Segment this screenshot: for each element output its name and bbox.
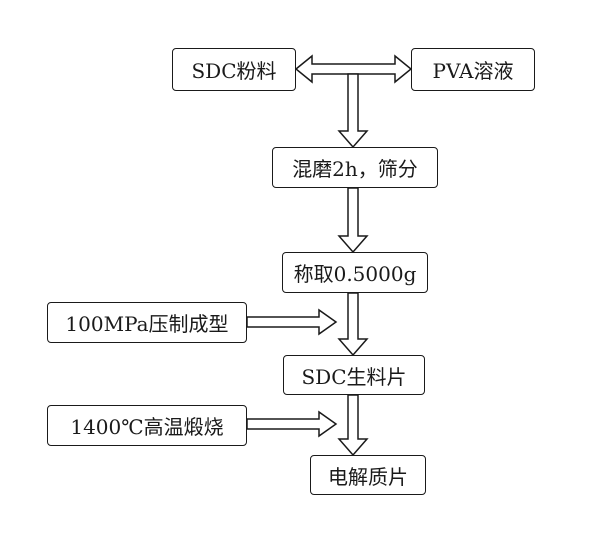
- node-weigh: 称取0.5000g: [282, 252, 428, 293]
- arrow-press-condition: [246, 308, 338, 336]
- node-weigh-label: 称取0.5000g: [293, 262, 417, 286]
- node-mill-sieve: 混磨2h，筛分: [272, 147, 438, 188]
- arrow-to-mill: [337, 73, 369, 149]
- node-pva-solution: PVA溶液: [411, 48, 535, 91]
- arrow-green-to-electrolyte: [337, 394, 369, 457]
- node-sdc-powder: SDC粉料: [172, 48, 296, 91]
- node-electrolyte-pellet-label: 电解质片: [328, 464, 408, 489]
- node-mill-sieve-label: 混磨2h，筛分: [292, 157, 418, 181]
- node-sinter-condition-label: 1400℃高温煅烧: [70, 415, 224, 439]
- node-electrolyte-pellet: 电解质片: [310, 455, 426, 495]
- node-green-pellet: SDC生料片: [283, 355, 425, 395]
- arrow-sinter-condition: [246, 410, 338, 438]
- node-pva-solution-label: PVA溶液: [432, 59, 514, 83]
- arrow-mill-to-weigh: [337, 187, 369, 254]
- arrow-weigh-to-green: [337, 292, 369, 357]
- node-green-pellet-label: SDC生料片: [301, 364, 407, 389]
- node-sinter-condition: 1400℃高温煅烧: [47, 405, 247, 446]
- node-sdc-powder-label: SDC粉料: [191, 59, 277, 83]
- node-press-condition: 100MPa压制成型: [47, 302, 247, 343]
- node-press-condition-label: 100MPa压制成型: [65, 312, 229, 336]
